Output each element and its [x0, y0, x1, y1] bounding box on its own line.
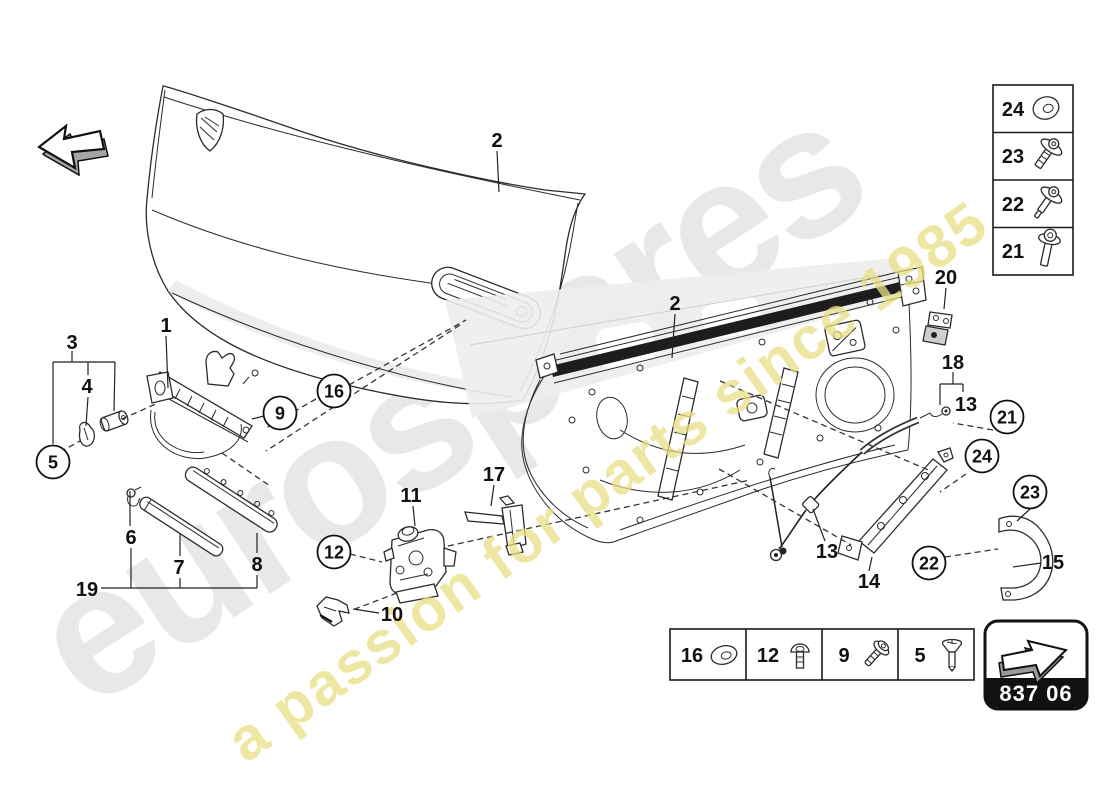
callout-2-inner-door: 2	[669, 293, 680, 315]
inner-door-panel	[521, 266, 927, 544]
door-handle-mechanism	[146, 350, 259, 460]
bowden-cable	[768, 406, 951, 562]
callout-18: 18	[942, 352, 964, 374]
round-head-screw-icon	[1037, 228, 1061, 267]
svg-text:16: 16	[681, 645, 703, 667]
bottom-table-cell-12[interactable]: 12	[757, 643, 810, 669]
svg-text:24: 24	[972, 447, 992, 467]
callout-8: 8	[251, 554, 262, 576]
cable-grommet	[801, 495, 820, 514]
svg-text:23: 23	[1020, 483, 1040, 503]
door-striker	[922, 311, 953, 346]
window-regulator-motor	[736, 394, 768, 422]
callout-circle-21[interactable]: 21	[989, 399, 1025, 435]
bolt-holes	[568, 298, 900, 524]
brand-badge	[195, 108, 225, 152]
bracket-part-17	[464, 495, 527, 556]
pan-head-screw-icon	[864, 640, 890, 667]
forward-arrow-icon	[998, 639, 1068, 685]
callout-17: 17	[483, 464, 505, 486]
bottom-table-cell-16[interactable]: 16	[681, 643, 739, 667]
right-table-row-21[interactable]: 21	[1002, 227, 1062, 268]
callout-19: 19	[76, 579, 98, 601]
washer-icon	[710, 645, 738, 665]
rail-end-bracket	[535, 353, 559, 379]
countersunk-screw-icon	[941, 638, 963, 673]
callout-2-outer-door: 2	[491, 130, 502, 152]
bottom-table-cell-9[interactable]: 9	[838, 637, 892, 670]
lock-assembly	[383, 526, 457, 604]
callout-circle-9[interactable]: 9	[262, 395, 298, 431]
callout-plain-labels: 1 2 2 3 4 6 7 8 19 10 11 17 20 18 13 13 …	[66, 130, 1064, 626]
bottom-parts-table: 16 12 9 5	[669, 628, 975, 681]
svg-text:22: 22	[919, 554, 939, 574]
trim-strip	[139, 496, 224, 557]
window-regulator-rail	[657, 367, 799, 501]
bottom-table-cell-5[interactable]: 5	[914, 638, 963, 673]
callout-4: 4	[81, 376, 93, 398]
svg-text:21: 21	[1002, 241, 1024, 263]
callout-3: 3	[66, 332, 77, 354]
mount-bracket-14	[837, 447, 954, 561]
clip-part-4	[78, 421, 95, 447]
inner-lock-cluster	[824, 319, 866, 357]
callout-15: 15	[1042, 552, 1064, 574]
svg-text:21: 21	[997, 408, 1017, 428]
svg-text:5: 5	[914, 645, 925, 667]
svg-text:23: 23	[1002, 146, 1024, 168]
right-table-row-23[interactable]: 23	[1002, 133, 1067, 174]
button-head-screw-icon	[790, 643, 810, 669]
svg-text:16: 16	[324, 382, 344, 402]
direction-arrow-icon	[37, 123, 109, 177]
hinge-bracket	[897, 266, 927, 307]
callout-circle-16[interactable]: 16	[316, 373, 352, 409]
svg-text:24: 24	[1002, 99, 1025, 121]
callout-10: 10	[381, 604, 403, 626]
callout-lines	[52, 150, 1042, 614]
bracket-part-10	[316, 596, 350, 627]
callout-14: 14	[858, 571, 881, 593]
callout-7: 7	[173, 557, 184, 579]
callout-1: 1	[160, 315, 171, 337]
flanged-screw-icon	[1034, 186, 1063, 219]
page-code-label: 837 06	[999, 681, 1072, 706]
callout-circle-5[interactable]: 5	[35, 444, 71, 480]
callout-13-upper: 13	[955, 394, 977, 416]
svg-text:22: 22	[1002, 194, 1024, 216]
mount-bracket-15	[998, 515, 1054, 601]
bushing-part-3	[99, 410, 129, 432]
right-parts-table: 24 23 22	[992, 84, 1074, 276]
callout-6: 6	[125, 527, 136, 549]
assembly-leader-lines	[59, 319, 1031, 610]
svg-text:9: 9	[838, 645, 849, 667]
svg-text:12: 12	[757, 645, 779, 667]
callout-circle-12[interactable]: 12	[316, 534, 352, 570]
trim-rail-studded	[184, 466, 278, 533]
clip-small	[126, 486, 142, 507]
callout-20: 20	[935, 267, 957, 289]
callout-13-lower: 13	[816, 541, 838, 563]
callout-circle-23[interactable]: 23	[1012, 474, 1048, 510]
callout-11: 11	[400, 485, 421, 507]
flanged-screw-icon	[1034, 138, 1063, 170]
right-table-row-22[interactable]: 22	[1002, 181, 1067, 224]
svg-text:5: 5	[48, 453, 58, 473]
right-table-row-24[interactable]: 24	[1002, 94, 1062, 123]
svg-text:9: 9	[275, 404, 285, 424]
washer-grommet-icon	[1032, 96, 1060, 120]
callout-circled-labels: 5 9 16 12 21 24 23 22	[35, 373, 1048, 581]
callout-circle-24[interactable]: 24	[964, 438, 1000, 474]
callout-circle-22[interactable]: 22	[911, 545, 947, 581]
svg-text:12: 12	[324, 543, 344, 563]
page-code-box: 837 06	[983, 619, 1089, 711]
